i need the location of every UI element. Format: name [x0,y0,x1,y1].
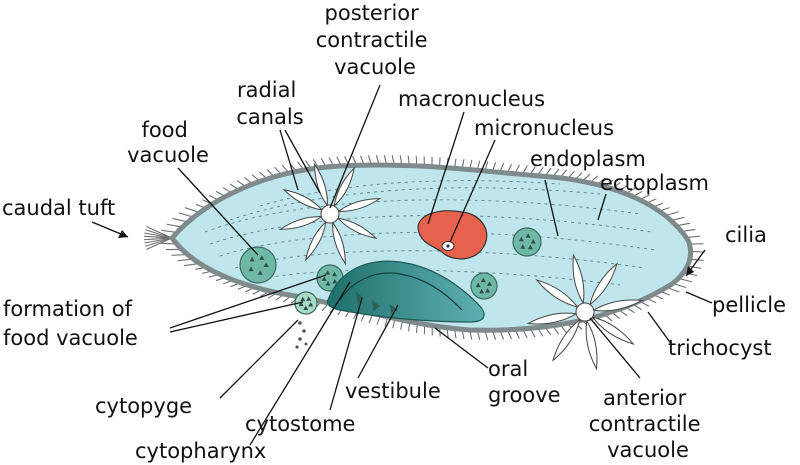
label-radial-canals-2: canals [236,105,303,129]
label-micronucleus: micronucleus [474,116,614,140]
label-trichocyst: trichocyst [668,336,772,360]
food-particle [486,281,492,286]
radial-canal [336,217,378,240]
label-posterior-contractile-vacuole-2: contractile [316,28,428,52]
food-particle [527,244,533,250]
radial-canal [304,220,327,262]
label-endoplasm: endoplasm [530,147,646,171]
label-oral-groove-2: groove [488,383,561,407]
caudal-tuft-hair [145,237,173,247]
caudal-tuft-hair [146,237,173,250]
svg-text:posterior contractile: posterior contractile vacuole [316,1,435,79]
cytopyge-dots [295,321,308,349]
food-vacuole [470,272,498,300]
svg-text:radial canals: radial canals [236,78,303,129]
food-particle [325,270,331,275]
food-vacuole [239,246,277,284]
radial-canal [282,188,324,211]
food-vacuole [512,227,542,257]
label-food-vacuole-1: food [141,118,187,142]
oral-groove [326,260,485,323]
label-anterior-contractile-vacuole-1: anterior [603,386,687,410]
radial-canal [337,198,382,212]
caudal-tuft-hair [145,229,173,239]
label-caudal-tuft: caudal tuft [2,196,115,220]
svg-text:anterior contractile: anterior contractile vacuole [589,386,708,462]
label-posterior-contractile-vacuole-3: vacuole [334,55,416,79]
vacuole-center [320,204,340,224]
food-particle [249,256,255,262]
food-particle [300,296,306,302]
food-particle [475,282,481,288]
label-food-vacuole-2: vacuole [127,143,209,167]
food-particle [257,270,263,275]
labels: posterior contractile vacuole radial can… [2,1,786,463]
label-cytopyge: cytopyge [95,394,192,418]
food-particle [248,266,254,272]
radial-canal [278,216,323,230]
label-formation-of-food-vacuole-1: formation of [3,297,133,321]
food-vacuoles [239,227,542,315]
radial-canal [526,312,578,325]
food-vacuole [294,291,318,315]
svg-text:food vacuole: food vacuole [127,118,209,167]
label-macronucleus: macronucleus [398,87,545,111]
radial-canal [592,299,644,312]
food-particle [530,238,536,244]
label-pellicle: pellicle [712,293,786,317]
food-particle [525,233,531,238]
food-particle [332,271,338,277]
label-cilia: cilia [725,223,767,247]
food-particle [303,305,309,310]
food-particle [520,244,526,249]
leader-lines [91,84,713,446]
label-cytopharynx: cytopharynx [135,439,266,463]
radial-canal [591,316,635,345]
label-vestibule: vestibule [345,379,441,403]
vestibule [339,272,463,311]
arrow-heads [118,230,694,276]
food-particle [259,255,265,260]
posterior-contractile-vacuole [278,162,382,266]
label-formation-of-food-vacuole-2: food vacuole [3,326,138,350]
food-particle [479,288,485,294]
label-ectoplasm: ectoplasm [600,171,709,195]
anterior-contractile-vacuole [526,253,644,371]
label-cytostome: cytostome [245,412,355,436]
label-anterior-contractile-vacuole-3: vacuole [607,438,689,462]
label-posterior-contractile-vacuole-1: posterior [325,1,420,25]
caudal-tuft-hair [146,226,173,239]
vacuole-center [575,302,595,322]
caudal-tuft-hair [144,237,173,241]
label-anterior-contractile-vacuole-2: contractile [589,412,701,436]
caudal-tuft-hair [144,237,173,244]
radial-canal [585,319,598,371]
food-particle [263,262,269,267]
food-particle [306,296,312,301]
caudal-tuft-hair [144,232,173,239]
food-particle [485,288,491,293]
food-particle [332,278,338,284]
svg-text:formation of food vacuol: formation of food vacuole [3,297,139,350]
radial-canal [332,221,346,266]
svg-text:oral groove: oral groove [488,357,561,407]
radial-canal [572,253,585,305]
food-particle [325,281,331,286]
food-particle [308,302,314,307]
label-radial-canals-1: radial [237,78,296,102]
food-particle [321,276,327,281]
radial-canal [333,166,356,208]
food-particle [518,236,524,242]
food-particle [298,301,304,307]
radial-canal [552,318,581,362]
cytopharynx-tube [356,292,398,314]
food-particle [480,277,486,283]
caudal-tuft-hair [144,235,173,239]
label-oral-groove-1: oral [488,357,528,381]
macronucleus [417,210,488,260]
radial-canal [535,279,579,308]
radial-canal [314,162,328,207]
radial-canal [589,262,618,306]
